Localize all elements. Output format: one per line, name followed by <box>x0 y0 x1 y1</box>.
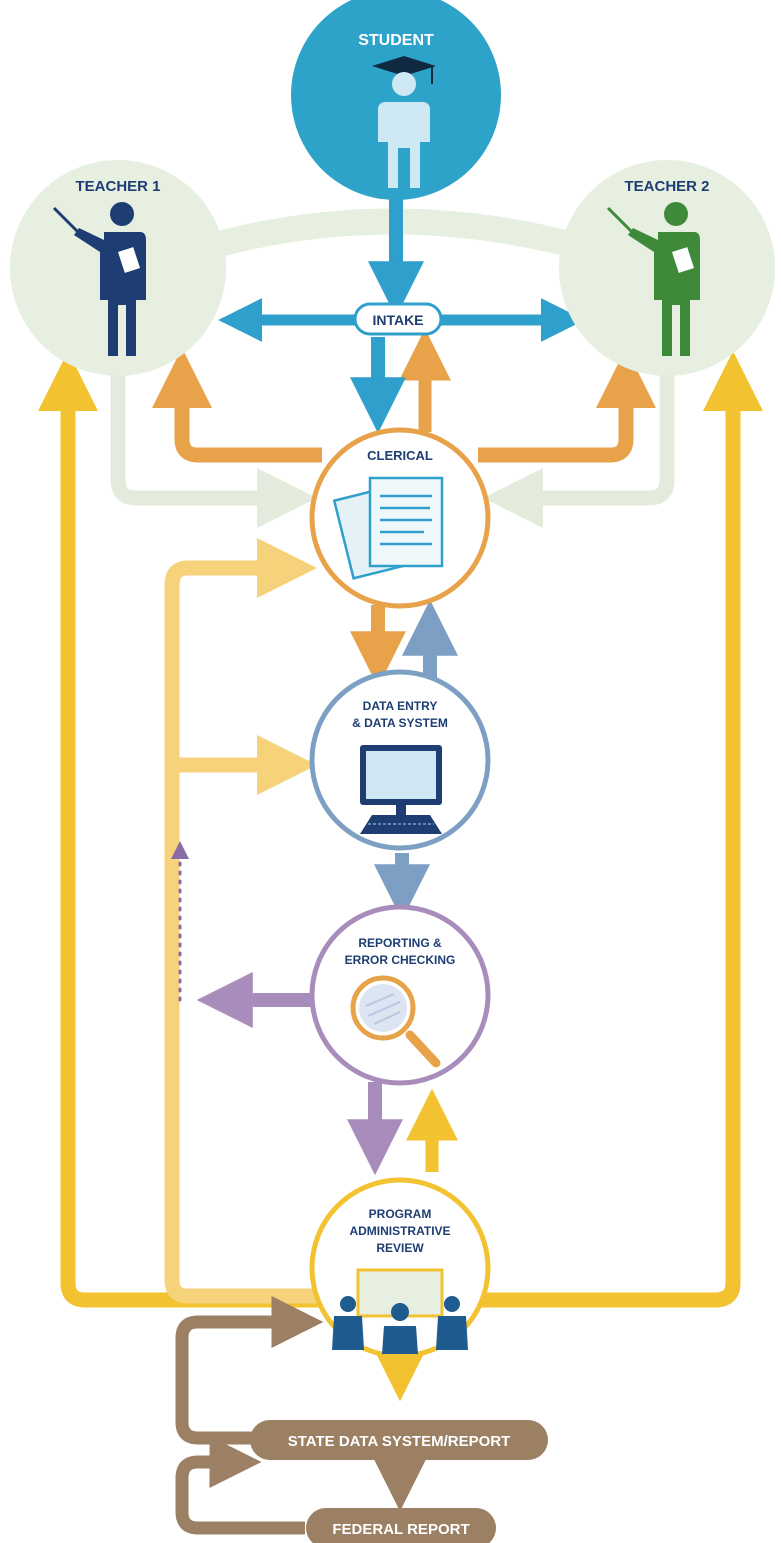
program-review-label-line1: PROGRAM <box>369 1207 432 1221</box>
program-review-label-line3: REVIEW <box>376 1241 424 1255</box>
federal-to-state-arrow <box>175 1436 305 1535</box>
state-to-review-arrow <box>175 1296 324 1445</box>
data-entry-label-line1: DATA ENTRY <box>363 699 438 713</box>
clerical-node: CLERICAL <box>309 427 491 609</box>
teacher2-label: TEACHER 2 <box>624 178 709 195</box>
teacher1-to-clerical-arrow <box>110 355 317 528</box>
teacher1-label: TEACHER 1 <box>75 178 160 195</box>
program-review-label-line2: ADMINISTRATIVE <box>349 1224 450 1238</box>
teacher2-to-clerical-arrow <box>483 355 675 528</box>
intake-label: INTAKE <box>372 312 423 328</box>
review-to-teacher2-arrow <box>480 351 763 1308</box>
teacher2-node: TEACHER 2 <box>559 160 775 376</box>
reporting-label-line2: ERROR CHECKING <box>345 953 456 967</box>
program-review-node: PROGRAM ADMINISTRATIVE REVIEW <box>309 1177 491 1359</box>
documents-icon <box>332 476 444 580</box>
computer-icon <box>360 745 442 834</box>
magnifier-icon <box>350 975 441 1068</box>
federal-report-label: FEDERAL REPORT <box>332 1521 469 1538</box>
student-label: STUDENT <box>358 32 434 49</box>
clerical-label: CLERICAL <box>367 448 433 463</box>
teacher2-figure-icon <box>606 202 700 356</box>
federal-report-node: FEDERAL REPORT <box>306 1508 496 1543</box>
clerical-to-teacher1-arrow <box>152 348 322 463</box>
data-entry-node: DATA ENTRY & DATA SYSTEM <box>309 669 491 851</box>
teacher1-node: TEACHER 1 <box>10 160 226 376</box>
state-report-label: STATE DATA SYSTEM/REPORT <box>288 1433 511 1450</box>
clerical-to-teacher2-arrow <box>478 348 656 463</box>
reporting-node: REPORTING & ERROR CHECKING <box>309 904 491 1086</box>
meeting-icon <box>332 1268 468 1354</box>
review-to-teacher1-arrow <box>38 351 320 1308</box>
state-report-node: STATE DATA SYSTEM/REPORT <box>250 1420 548 1460</box>
review-feedback-loop <box>164 538 320 1304</box>
data-entry-label-line2: & DATA SYSTEM <box>352 716 448 730</box>
student-node: STUDENT <box>291 0 501 200</box>
teacher1-figure-icon <box>52 202 146 356</box>
connectors <box>38 196 763 1535</box>
reporting-label-line1: REPORTING & <box>358 936 442 950</box>
student-figure-icon <box>372 56 436 188</box>
intake-node: INTAKE <box>353 302 443 336</box>
